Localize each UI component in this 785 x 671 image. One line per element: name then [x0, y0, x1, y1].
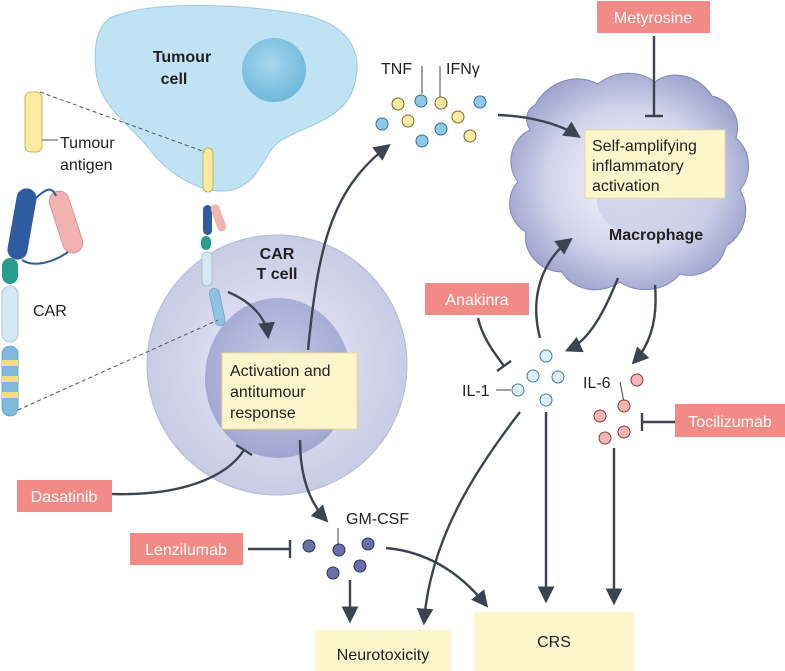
lenzilumab-label: Lenzilumab [145, 542, 227, 559]
car-label: CAR [33, 303, 67, 320]
anakinra-label: Anakinra [445, 292, 508, 309]
tnf-ifng-cytokines: TNF IFNγ [375, 61, 487, 148]
il1-cytokines: IL-1 [462, 349, 565, 407]
neurotoxicity-box [315, 630, 451, 671]
car-t-label-2: T cell [257, 266, 298, 283]
tnf-label: TNF [381, 61, 412, 78]
anakinra-box [425, 283, 529, 315]
self-amp-label-3: activation [592, 178, 660, 195]
self-amp-label-2: inflammatory [592, 158, 684, 175]
gmcsf-cytokines: GM-CSF [302, 511, 409, 580]
tumour-antigen-on-cell [202, 147, 214, 193]
tumour-cell-label-2: cell [161, 71, 188, 88]
self-amp-label-1: Self-amplifying [592, 138, 697, 155]
crs-label: CRS [537, 634, 571, 651]
gmcsf-label: GM-CSF [346, 511, 409, 528]
neurotoxicity-label: Neurotoxicity [337, 647, 429, 664]
activation-label-3: response [230, 405, 296, 422]
tocilizumab-box [675, 404, 785, 437]
macrophage-label: Macrophage [609, 227, 703, 244]
tumour-cell-label-1: Tumour [153, 49, 211, 66]
car-t-cell: CAR T cell Activation and antitumour res… [146, 234, 408, 496]
drug-boxes: Metyrosine Anakinra Tocilizumab Dasatini… [17, 1, 785, 565]
metyrosine-label: Metyrosine [614, 10, 692, 27]
dasatinib-box [17, 480, 112, 512]
tumour-cell: Tumour cell [94, 5, 358, 193]
tumour-nucleus [242, 38, 306, 102]
metyrosine-box [597, 1, 710, 33]
ifng-label: IFNγ [446, 61, 480, 78]
activation-label-2: antitumour [230, 384, 306, 401]
car-on-t-cell [201, 204, 227, 327]
tumour-antigen-label-1: Tumour [60, 135, 115, 152]
il6-label: IL-6 [583, 375, 611, 392]
activation-box [221, 352, 358, 430]
macrophage: Self-amplifying inflammatory activation … [509, 72, 749, 291]
outcome-boxes: Neurotoxicity CRS [315, 612, 634, 671]
activation-label-1: Activation and [230, 363, 331, 380]
inhibitions [111, 36, 676, 558]
car-t-label-1: CAR [260, 246, 295, 263]
car-structure: Tumour antigen CAR [1, 91, 219, 417]
lenzilumab-box [130, 533, 243, 565]
self-amplifying-box [584, 129, 726, 199]
il6-cytokines: IL-6 [583, 373, 644, 445]
arrows [227, 113, 657, 626]
tumour-antigen-shape [24, 91, 43, 153]
tocilizumab-label: Tocilizumab [688, 414, 772, 431]
tumour-antigen-label-2: antigen [60, 157, 113, 174]
crs-box [474, 612, 634, 671]
dasatinib-label: Dasatinib [31, 489, 98, 506]
il1-label: IL-1 [462, 383, 490, 400]
